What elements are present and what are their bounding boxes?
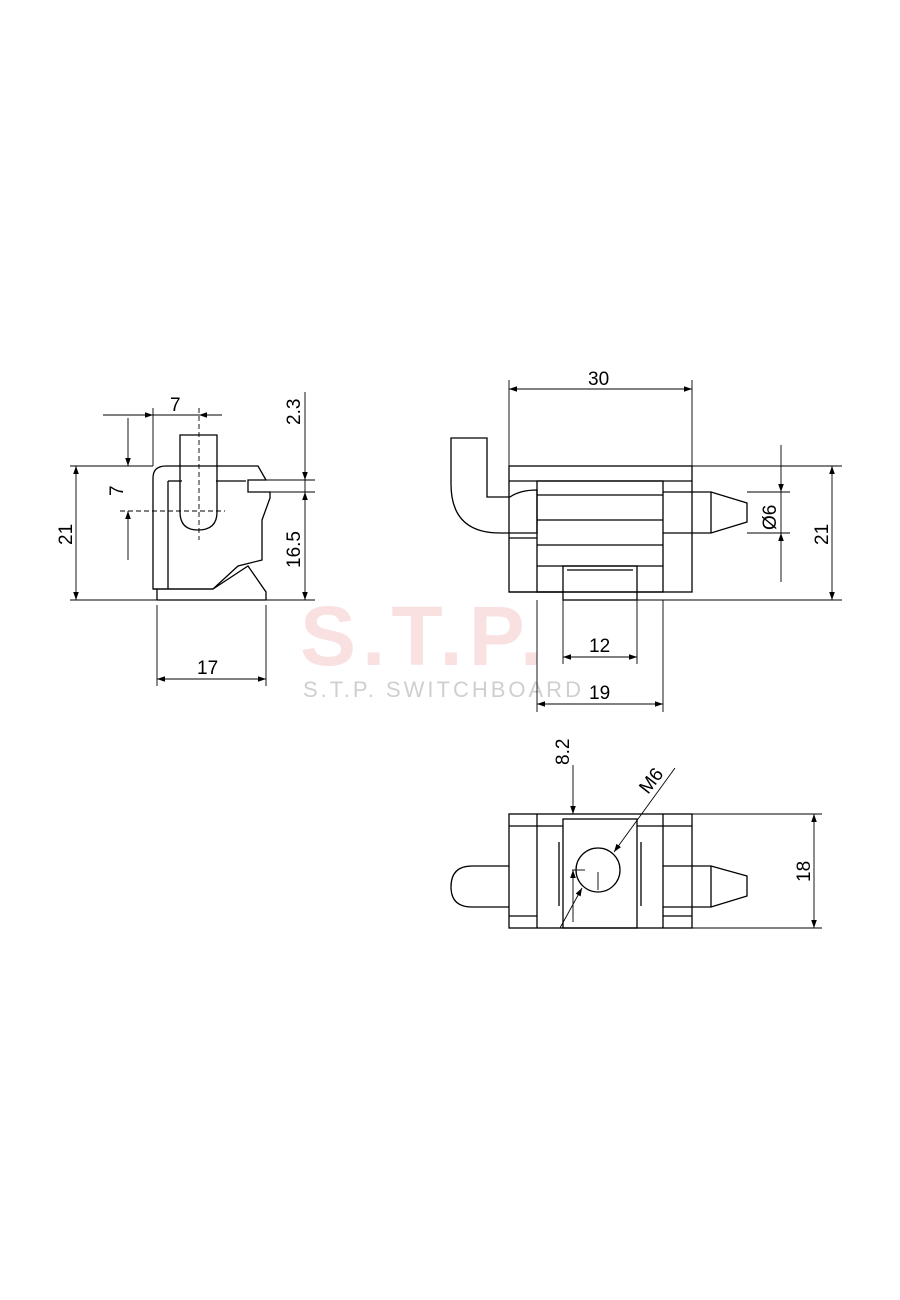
dim-side-width-top: 7 [103,395,222,418]
top-view-pin [663,865,748,908]
top-view-handle [450,865,509,908]
dim-front-length-label: 30 [588,369,609,390]
dim-side-lower: 16.5 [284,492,308,600]
side-view-pin [120,408,225,540]
dim-side-pin-offset: 7 [107,418,131,560]
watermark-brand: S.T.P. [300,589,549,683]
dim-front-pin-dia-label: Ø6 [760,505,781,530]
dim-front-pin-dia: Ø6 [760,445,784,582]
dim-side-gap: 2.3 [284,392,308,492]
dim-front-slot-label: 12 [589,636,610,657]
top-view: 8.2 M6 18 [450,739,822,929]
dim-top-offset: 8.2 [553,739,576,922]
dim-front-length: 30 [509,369,692,392]
watermark-tagline: S.T.P. SWITCHBOARD [303,677,584,702]
dim-front-body-label: 19 [589,683,610,704]
side-view-body [152,465,271,601]
dim-side-height-label: 21 [56,524,77,545]
dim-side-width-top-label: 7 [170,395,181,416]
front-view-handle [450,437,538,534]
front-view-housing [508,465,693,601]
dim-top-offset-label: 8.2 [553,739,574,765]
dim-top-depth-label: 18 [794,861,815,882]
dim-front-body: 19 [537,683,663,707]
dim-side-pin-offset-label: 7 [107,485,128,496]
side-view: 7 7 21 2.3 16.5 17 [56,392,315,686]
dim-front-height: 21 [812,466,835,600]
dim-front-height-label: 21 [812,524,833,545]
watermark: S.T.P. S.T.P. SWITCHBOARD [300,589,584,702]
dim-side-lower-label: 16.5 [284,531,305,568]
front-view: 30 Ø6 21 12 19 [450,369,842,712]
dim-side-gap-label: 2.3 [284,399,305,425]
dim-front-slot: 12 [563,636,637,660]
top-view-housing [508,813,693,929]
dim-top-thread-label: M6 [635,764,668,798]
dim-side-base-width-label: 17 [197,658,218,679]
dim-top-thread: M6 [559,764,676,929]
top-view-thread-hole [572,847,621,893]
dim-top-depth: 18 [794,814,817,928]
front-view-pin [663,491,748,534]
dim-side-height: 21 [56,466,79,600]
dim-side-base-width: 17 [157,658,266,682]
